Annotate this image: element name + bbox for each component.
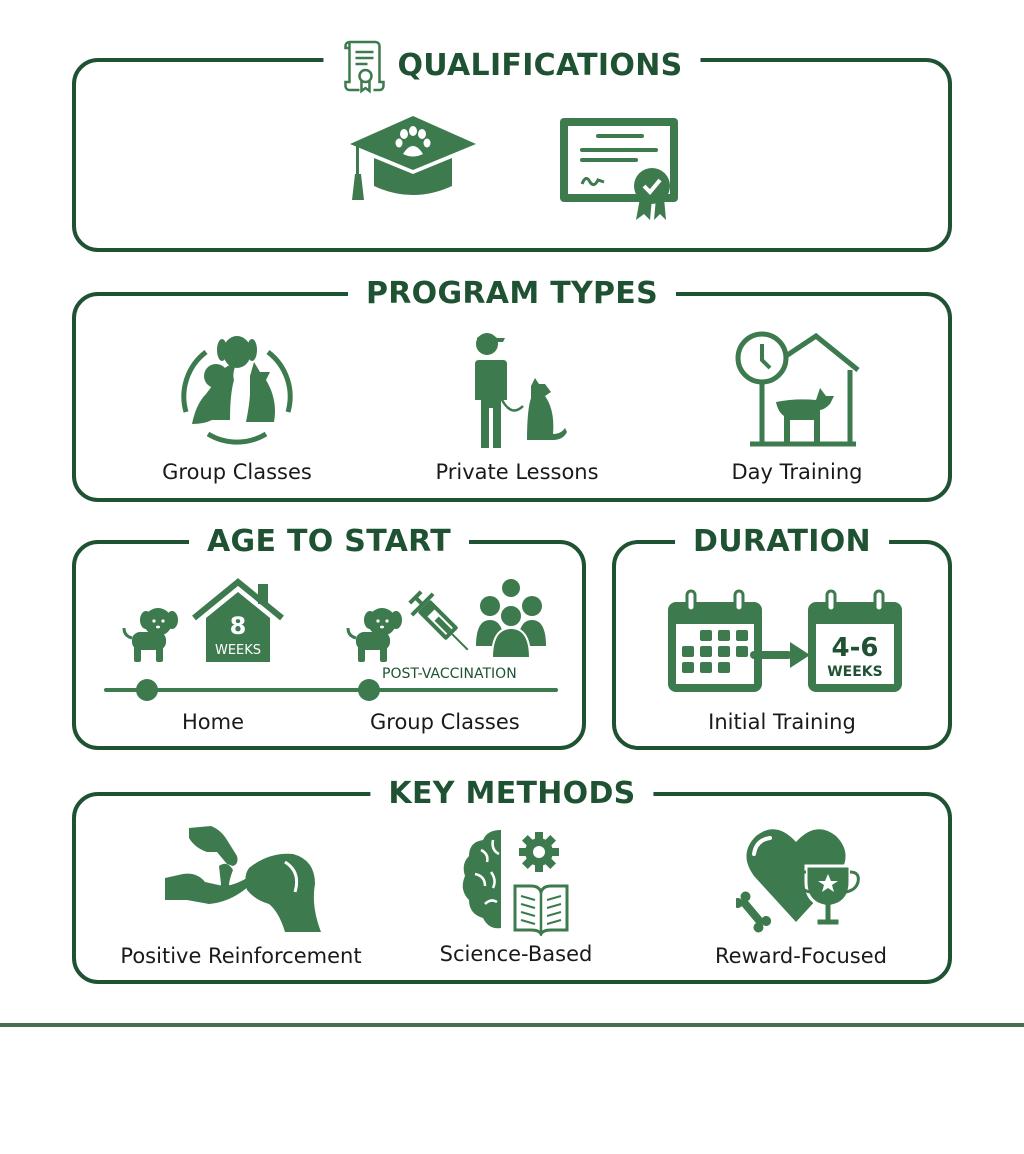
milestone-label-group-classes: Group Classes (370, 710, 520, 734)
certificate-icon (558, 116, 682, 222)
program-item-label: Group Classes (162, 460, 312, 484)
duration-panel: DURATION 4-6 (612, 522, 952, 750)
method-item-label: Positive Reinforcement (120, 944, 362, 968)
program-item-label: Private Lessons (435, 460, 599, 484)
heart-trophy-bone-icon (736, 826, 866, 938)
syringe-icon (406, 588, 480, 662)
milestone-label-home: Home (182, 710, 245, 734)
program-types-title: PROGRAM TYPES (347, 274, 677, 314)
graduation-cap-paw-icon (348, 114, 478, 202)
duration-title: DURATION (675, 522, 889, 562)
method-item-label: Science-Based (439, 942, 593, 966)
diploma-scroll-icon (341, 38, 387, 94)
hand-treat-dog-icon (161, 826, 321, 938)
program-types-panel: PROGRAM TYPES Group Classes (72, 274, 952, 502)
puppy-icon (344, 606, 406, 664)
qualifications-title: QUALIFICATIONS (323, 38, 701, 94)
method-item-science-based: Science-Based (416, 826, 616, 966)
duration-label: Initial Training (708, 710, 856, 734)
age-to-start-panel: AGE TO START 8 WEEKS (72, 522, 586, 750)
footer-divider (0, 1023, 1024, 1027)
duration-unit: WEEKS (827, 664, 883, 680)
timeline-line (104, 688, 558, 692)
program-item-label: Day Training (731, 460, 863, 484)
program-item-private-lessons: Private Lessons (422, 330, 612, 484)
clock-dog-house-icon (732, 330, 862, 450)
calendar-weeks-icon: 4-6 WEEKS (806, 588, 904, 694)
puppy-icon (120, 606, 182, 664)
trainer-with-dog-icon (457, 330, 577, 450)
house-unit: WEEKS (215, 643, 261, 658)
people-group-icon (474, 578, 548, 660)
brain-gear-book-icon (461, 826, 571, 936)
method-item-reward-focused: Reward-Focused (676, 826, 926, 968)
post-vaccination-note: POST-VACCINATION (382, 666, 517, 682)
qualifications-panel: QUALIFICATIONS (72, 38, 952, 252)
qualifications-title-text: QUALIFICATIONS (397, 48, 683, 83)
dog-group-icon (176, 330, 298, 450)
age-to-start-title: AGE TO START (189, 522, 469, 562)
duration-range: 4-6 (832, 633, 879, 663)
calendar-grid-icon (666, 588, 764, 694)
arrow-right-icon (750, 640, 812, 670)
program-item-day-training: Day Training (712, 330, 882, 484)
timeline-dot-group-classes (358, 679, 380, 701)
method-item-positive-reinforcement: Positive Reinforcement (96, 826, 386, 968)
key-methods-title: KEY METHODS (370, 774, 654, 814)
house-number: 8 (230, 612, 247, 640)
program-item-group-classes: Group Classes (152, 330, 322, 484)
house-8-weeks-icon: 8 WEEKS (190, 578, 286, 664)
key-methods-panel: KEY METHODS Positive Reinforcement (72, 774, 952, 984)
timeline-dot-home (136, 679, 158, 701)
method-item-label: Reward-Focused (714, 944, 887, 968)
